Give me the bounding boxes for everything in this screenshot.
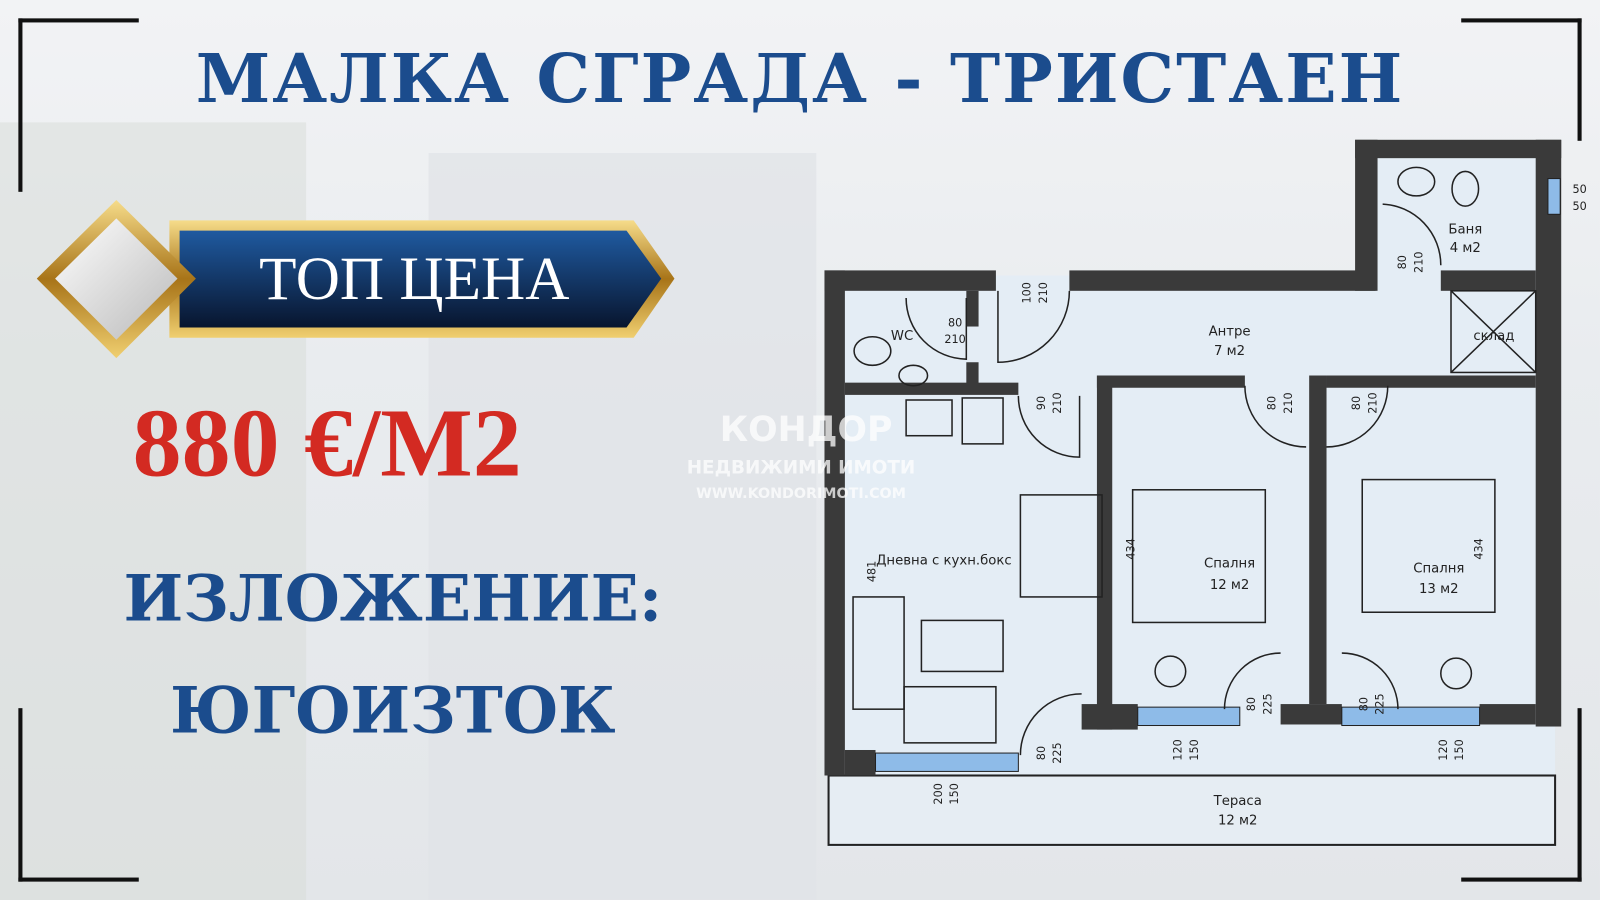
dim: 150 <box>948 783 961 804</box>
watermark: КОНДОР НЕДВИЖИМИ ИМОТИ WWW.KONDORIMOTI.C… <box>687 410 916 502</box>
dim: 80 <box>1357 697 1370 711</box>
room-terrace-area: 12 м2 <box>1218 813 1258 828</box>
room-wc-name: WC <box>891 329 913 344</box>
room-living-name: Дневна с кухн.бокс <box>876 552 1012 568</box>
bed <box>1131 489 1267 624</box>
dim: 210 <box>1367 392 1380 413</box>
dim: 481 <box>866 561 879 582</box>
room-bath-area: 4 м2 <box>1450 241 1481 256</box>
room-bath-name: Баня <box>1448 223 1482 238</box>
corner-bracket <box>1577 18 1582 141</box>
room-bed2-area: 13 м2 <box>1419 582 1459 597</box>
room-bed1-area: 12 м2 <box>1210 578 1250 593</box>
dim: 210 <box>1051 392 1064 413</box>
corner-bracket <box>18 18 23 192</box>
dim: 80 <box>1035 746 1048 760</box>
dim: 210 <box>944 333 965 346</box>
corner-bracket <box>1577 708 1582 882</box>
dim: 50 <box>1572 200 1586 213</box>
walls <box>824 139 1562 776</box>
watermark-brand: КОНДОР <box>720 410 893 450</box>
dim: 120 <box>1437 739 1450 760</box>
sofa <box>852 596 905 710</box>
watermark-subtitle: НЕДВИЖИМИ ИМОТИ <box>687 457 916 478</box>
dim: 210 <box>1412 252 1425 273</box>
dim: 80 <box>1245 697 1258 711</box>
dim: 100 <box>1021 282 1034 303</box>
dim: 80 <box>1350 396 1363 410</box>
dim: 434 <box>1473 538 1486 559</box>
dim: 150 <box>1188 739 1201 760</box>
room-antre-area: 7 м2 <box>1214 344 1245 359</box>
exposure-value: ЮГОИЗТОК <box>170 673 616 748</box>
dim: 80 <box>948 317 962 330</box>
doors <box>852 166 1537 756</box>
terrace-outline <box>827 774 1557 846</box>
dim: 434 <box>1125 538 1138 559</box>
dim: 80 <box>1266 396 1279 410</box>
dim: 50 <box>1572 183 1586 196</box>
dim: 210 <box>1282 392 1295 413</box>
room-terrace-name: Тераса <box>1213 794 1262 809</box>
corner-bracket <box>18 708 23 882</box>
corner-bracket <box>1461 877 1582 882</box>
bed <box>1361 478 1496 614</box>
room-storage-name: склад <box>1473 329 1514 344</box>
room-bed2-name: Спалня <box>1413 561 1464 576</box>
price-per-sqm: 880 €/М2 <box>132 387 522 497</box>
corner-bracket <box>18 18 139 23</box>
dining-table <box>1019 494 1103 598</box>
corner-bracket <box>1461 18 1582 23</box>
dim: 225 <box>1374 693 1387 714</box>
dim: 120 <box>1172 739 1185 760</box>
room-antre-name: Антре <box>1209 325 1251 340</box>
badge-label: ТОП ЦЕНА <box>259 245 569 313</box>
dim: 200 <box>932 783 945 804</box>
room-bed1-name: Спалня <box>1204 556 1255 571</box>
windows <box>874 178 1561 772</box>
coffee-table <box>920 619 1004 673</box>
watermark-url: WWW.KONDORIMOTI.COM <box>696 486 906 502</box>
dim: 150 <box>1453 739 1466 760</box>
exposure-label: ИЗЛОЖЕНИЕ: <box>123 561 663 636</box>
room-labels: Антре 7 м2 WC Баня 4 м2 склад Дневна с к… <box>876 223 1514 829</box>
corner-bracket <box>18 877 139 882</box>
dim: 225 <box>1051 742 1064 763</box>
dim: 210 <box>1037 282 1050 303</box>
dim: 225 <box>1261 693 1274 714</box>
page-title: МАЛКА СГРАДА - ТРИСТАЕН <box>195 38 1405 119</box>
dim: 90 <box>1035 396 1048 410</box>
sofa <box>903 685 997 744</box>
top-price-badge: ТОП ЦЕНА <box>36 199 675 359</box>
dim: 80 <box>1396 255 1409 269</box>
